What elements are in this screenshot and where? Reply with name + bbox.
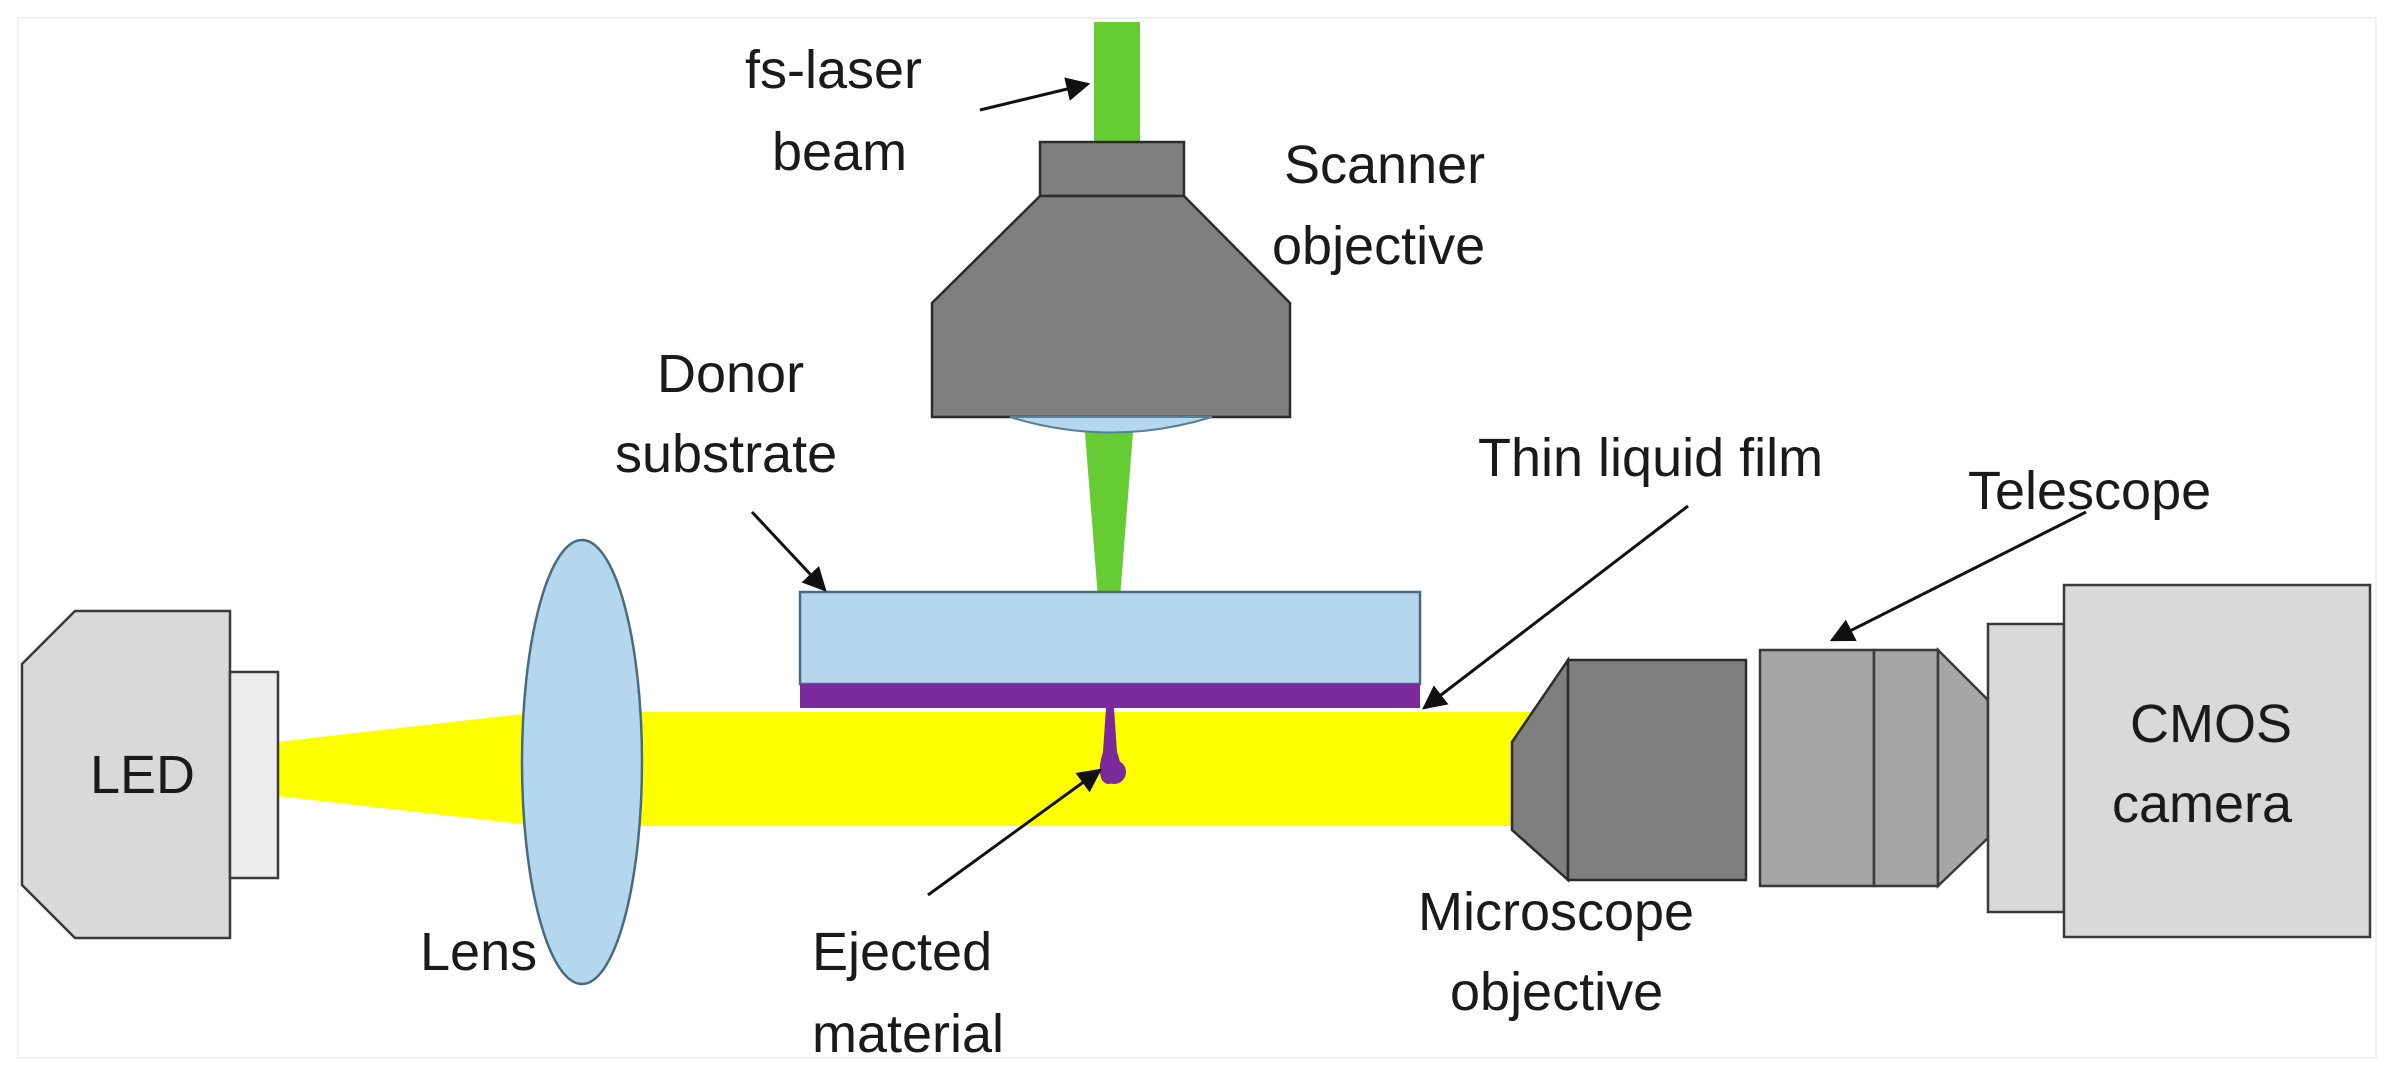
led-light-beam bbox=[277, 712, 540, 826]
fs-laser-label-line1: fs-laser bbox=[745, 40, 922, 100]
donor-substrate-label-line2: substrate bbox=[615, 424, 837, 484]
laser-beam-input bbox=[1094, 22, 1140, 142]
laser-label-arrow bbox=[979, 77, 1091, 112]
telescope-label: Telescope bbox=[1968, 461, 2211, 521]
lens-label: Lens bbox=[420, 922, 537, 982]
telescope-tube-1 bbox=[1758, 648, 1876, 888]
cmos-camera-label-line1: CMOS bbox=[2130, 694, 2292, 754]
scanner-objective-label-line2: objective bbox=[1272, 216, 1485, 276]
cmos-camera-body bbox=[2062, 583, 2372, 939]
donor-substrate-label-line1: Donor bbox=[657, 344, 804, 404]
lens bbox=[520, 538, 644, 986]
fs-laser-label-line2: beam bbox=[772, 122, 907, 182]
scanner-objective-top bbox=[1038, 140, 1186, 198]
led-emitter bbox=[228, 670, 280, 880]
led-label: LED bbox=[90, 745, 195, 805]
telescope-label-arrow bbox=[1829, 510, 2087, 642]
scanner-objective-body bbox=[930, 194, 1292, 419]
led-housing bbox=[20, 609, 232, 940]
microscope-objective-body bbox=[1566, 658, 1748, 882]
scanner-objective-lens bbox=[1009, 416, 1213, 434]
ejected-droplet bbox=[1102, 760, 1126, 784]
microscope-objective-label-line2: objective bbox=[1450, 962, 1663, 1022]
figure-frame bbox=[17, 17, 2377, 1059]
ejected-label-arrow bbox=[927, 768, 1102, 897]
ejected-material-label-line1: Ejected bbox=[812, 922, 992, 982]
donor-substrate bbox=[798, 590, 1422, 686]
telescope-tube-2 bbox=[1872, 648, 1940, 888]
film-label-arrow bbox=[1422, 504, 1689, 710]
thin-liquid-film bbox=[800, 684, 1420, 708]
camera-mount bbox=[1986, 622, 2066, 914]
cmos-camera-label-line2: camera bbox=[2112, 774, 2293, 834]
laser-beam-focused bbox=[1084, 420, 1134, 700]
ejected-material-label-line2: material bbox=[812, 1004, 1004, 1064]
microscope-objective-label-line1: Microscope bbox=[1418, 882, 1694, 942]
scanner-objective-label-line1: Scanner bbox=[1284, 135, 1485, 195]
thin-liquid-film-label: Thin liquid film bbox=[1478, 428, 1823, 488]
donor-label-arrow bbox=[750, 510, 827, 592]
illumination-beam bbox=[540, 712, 1540, 826]
